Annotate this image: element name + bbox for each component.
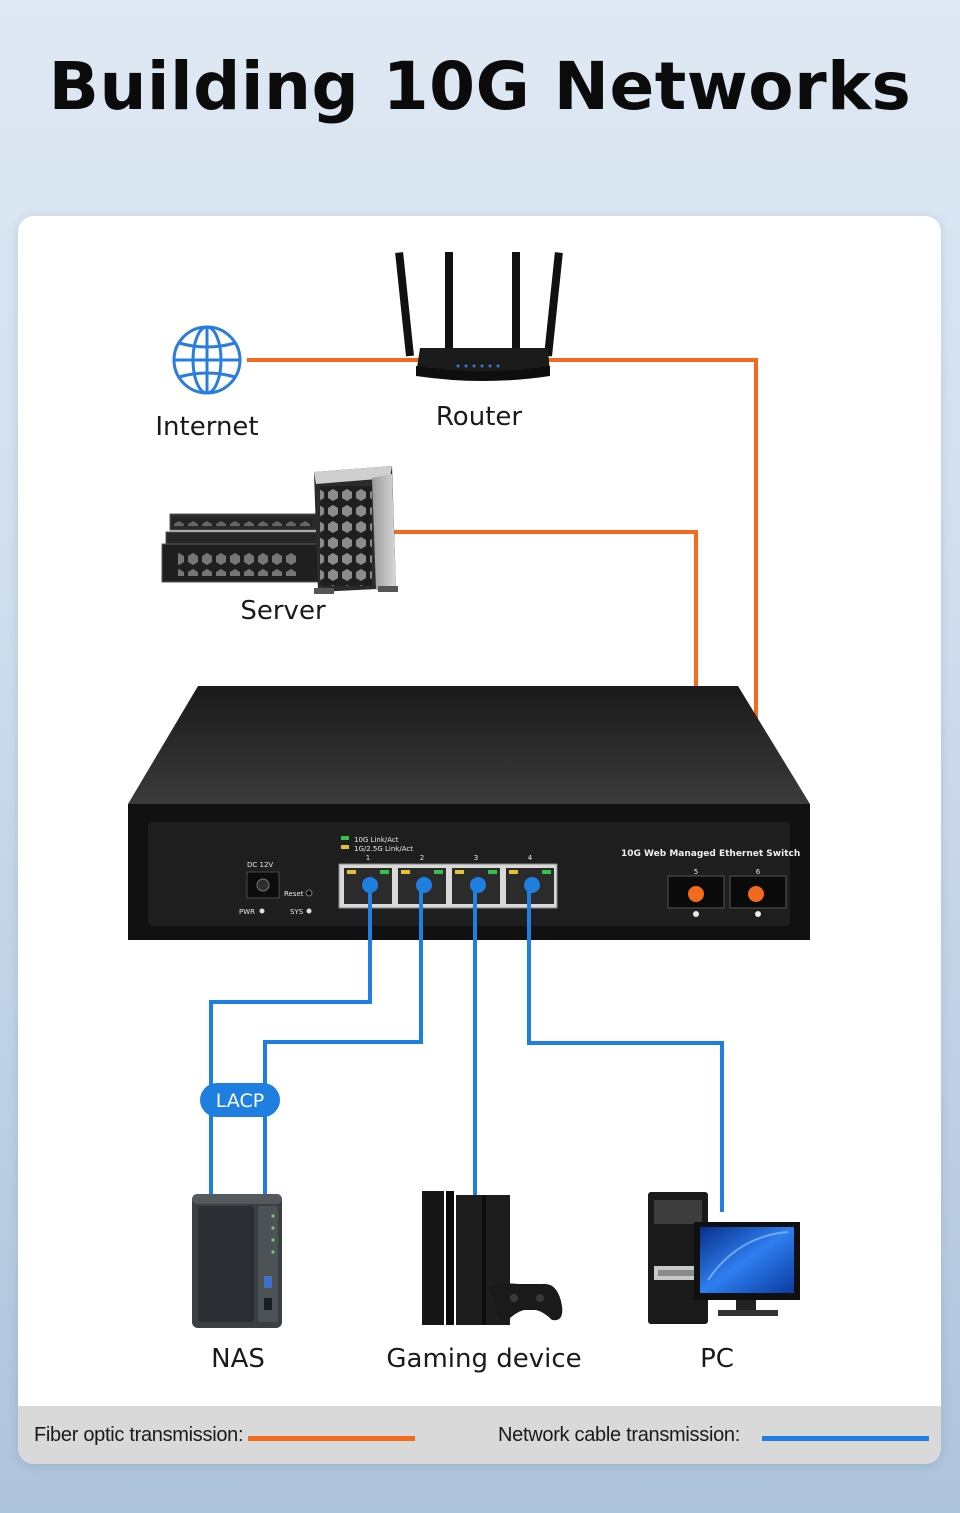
- gaming-console-icon: [422, 1191, 563, 1325]
- gaming-device-label: Gaming device: [386, 1344, 582, 1374]
- rj45-port-led-green: [434, 870, 443, 874]
- sys-label: SYS: [290, 908, 304, 916]
- rj45-port-number: 2: [420, 854, 424, 862]
- fiber-legend-line: [248, 1436, 415, 1441]
- sys-led: [306, 908, 312, 914]
- rj45-port-led-green: [488, 870, 497, 874]
- sfp-port-5[interactable]: 5: [667, 868, 725, 917]
- nas-icon: [192, 1194, 282, 1328]
- server-icon: [161, 466, 398, 594]
- sfp-port-led: [755, 911, 761, 917]
- rj45-port-led-amber: [455, 870, 464, 874]
- rj45-port-led-green: [380, 870, 389, 874]
- reset-button[interactable]: [305, 889, 313, 897]
- rj45-port-cable-plug: [524, 877, 540, 893]
- lacp-badge: LACP: [200, 1083, 280, 1117]
- rj45-port-number: 4: [528, 854, 533, 862]
- sfp-port-number: 6: [756, 868, 761, 876]
- sfp-fiber-plug: [748, 886, 764, 902]
- rj45-port-number: 1: [366, 854, 370, 862]
- internet-label: Internet: [155, 412, 259, 442]
- sfp-port-6[interactable]: 6: [729, 868, 787, 917]
- rj45-port-cable-plug: [416, 877, 432, 893]
- legend-bar: Fiber optic transmission: Network cable …: [18, 1406, 941, 1464]
- sfp-fiber-plug: [688, 886, 704, 902]
- dc-label: DC 12V: [247, 861, 273, 869]
- network-diagram-card: 10G Link/Act 1G/2.5G Link/Act 10G Web Ma…: [18, 216, 941, 1464]
- router-label: Router: [435, 402, 523, 432]
- pwr-led: [259, 908, 265, 914]
- nas-label: NAS: [211, 1344, 265, 1374]
- led-10g-label: 10G Link/Act: [354, 836, 399, 844]
- page-title: Building 10G Networks: [48, 48, 912, 125]
- sfp-port-led: [693, 911, 699, 917]
- router-icon: [395, 252, 563, 381]
- fiber-legend-text: Fiber optic transmission:: [34, 1424, 244, 1446]
- diagram-canvas: 10G Link/Act 1G/2.5G Link/Act 10G Web Ma…: [128, 252, 810, 1328]
- rj45-port-led-green: [542, 870, 551, 874]
- rj45-port-led-amber: [401, 870, 410, 874]
- lacp-badge-text: LACP: [216, 1090, 264, 1112]
- cable-port2-nas: [263, 888, 423, 1196]
- server-label: Server: [240, 596, 326, 626]
- globe-icon: [172, 325, 242, 395]
- pc-icon: [648, 1192, 800, 1324]
- switch-model-text: 10G Web Managed Ethernet Switch: [621, 849, 800, 859]
- led-1g-label: 1G/2.5G Link/Act: [354, 845, 413, 853]
- ethernet-switch: 10G Link/Act 1G/2.5G Link/Act 10G Web Ma…: [128, 686, 810, 940]
- cable-legend-line: [762, 1436, 929, 1441]
- rj45-port-number: 3: [474, 854, 478, 862]
- cable-port4-pc: [527, 888, 724, 1212]
- led-10g-indicator: [341, 836, 349, 840]
- pwr-label: PWR: [239, 908, 255, 916]
- led-1g-indicator: [341, 845, 349, 849]
- rj45-port-led-amber: [509, 870, 518, 874]
- rj45-port-cable-plug: [470, 877, 486, 893]
- pc-label: PC: [700, 1344, 734, 1374]
- rj45-port-led-amber: [347, 870, 356, 874]
- cable-legend-text: Network cable transmission:: [498, 1424, 740, 1446]
- sfp-port-number: 5: [694, 868, 698, 876]
- reset-label: Reset: [284, 890, 304, 898]
- rj45-port-cable-plug: [362, 877, 378, 893]
